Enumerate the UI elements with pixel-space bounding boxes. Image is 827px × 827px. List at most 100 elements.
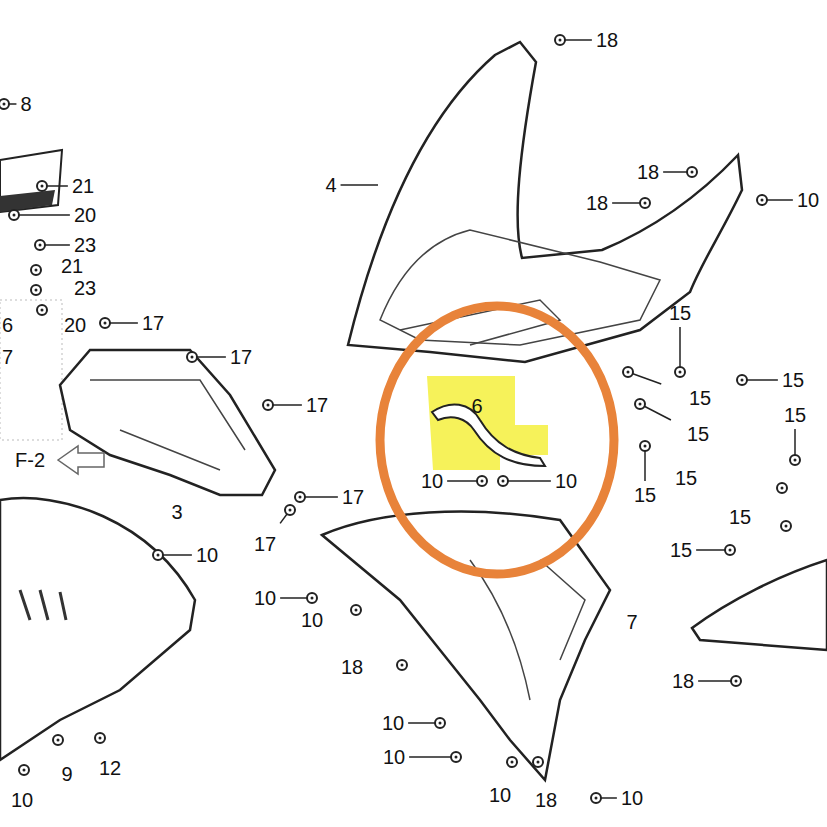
screw-symbol	[640, 441, 650, 451]
part-outline	[0, 150, 62, 212]
highlight	[427, 376, 548, 470]
screw-symbol	[679, 371, 682, 374]
screw-symbol	[675, 367, 685, 377]
screw-symbol	[263, 400, 273, 410]
screw-symbol	[644, 445, 647, 448]
callout-number: 18	[596, 30, 618, 50]
screw-symbol	[31, 285, 41, 295]
screw-symbol	[37, 305, 47, 315]
screw-symbol	[19, 765, 29, 775]
leader-line	[503, 480, 551, 482]
callout-number: 12	[99, 758, 121, 778]
part-outline	[692, 560, 827, 650]
callout-number: 17	[306, 395, 328, 415]
screw-symbol	[439, 722, 442, 725]
hatched-area	[0, 300, 62, 440]
leader-line	[14, 214, 70, 216]
part-outline	[432, 404, 545, 466]
screw-symbol	[57, 739, 60, 742]
screw-symbol	[511, 761, 514, 764]
leader-line	[341, 184, 378, 186]
screw-symbol	[591, 793, 601, 803]
screw-symbol	[355, 609, 358, 612]
callout-number: 21	[72, 176, 94, 196]
callout-number: 10	[254, 588, 276, 608]
callout-number: 20	[64, 315, 86, 335]
screw-symbol	[639, 403, 642, 406]
screw-symbol	[0, 99, 9, 109]
screw-symbol	[477, 476, 487, 486]
screw-symbol	[757, 195, 767, 205]
screw-symbol	[289, 509, 292, 512]
screw-symbol	[307, 593, 317, 603]
part-outline	[60, 350, 275, 495]
callout-number: 15	[634, 485, 656, 505]
callout-number: 10	[621, 788, 643, 808]
screw-symbol	[635, 399, 645, 409]
callout-number: 10	[196, 545, 218, 565]
callout-number: 4	[325, 175, 336, 195]
screw-symbol	[794, 459, 797, 462]
callout-number: 15	[689, 388, 711, 408]
screw-symbol	[691, 171, 694, 174]
callout-number: 6	[2, 315, 13, 335]
callout-number: 17	[254, 534, 276, 554]
callout-number: 15	[670, 540, 692, 560]
screw-symbol	[311, 597, 314, 600]
screw-symbol	[401, 664, 404, 667]
screw-symbol	[3, 103, 6, 106]
screw-symbol	[35, 289, 38, 292]
screw-symbol	[39, 244, 42, 247]
screw-symbol	[687, 167, 697, 177]
callout-number: 18	[637, 162, 659, 182]
screw-symbol	[397, 660, 407, 670]
screw-symbol	[790, 455, 800, 465]
screw-symbol	[595, 797, 598, 800]
part-detail	[380, 230, 660, 345]
callout-number: 15	[687, 424, 709, 444]
callout-number: 15	[784, 405, 806, 425]
callout-number: 18	[341, 657, 363, 677]
screw-symbol	[729, 549, 732, 552]
screw-symbol	[299, 496, 302, 499]
screw-symbol	[507, 757, 517, 767]
leader-line	[409, 756, 456, 758]
callout-number: 10	[301, 610, 323, 630]
callout-number: 10	[383, 747, 405, 767]
screw-symbol	[267, 404, 270, 407]
callout-number: 10	[555, 471, 577, 491]
screw-symbol	[9, 210, 19, 220]
callout-number: 15	[675, 468, 697, 488]
callout-number: 23	[74, 235, 96, 255]
callout-number: 18	[672, 671, 694, 691]
callout-number: 3	[171, 502, 182, 522]
screw-symbol	[498, 476, 508, 486]
callout-number: 10	[382, 713, 404, 733]
screw-symbol	[451, 752, 461, 762]
screw-symbol	[351, 605, 361, 615]
screw-symbol	[777, 483, 787, 493]
callout-number: 15	[782, 370, 804, 390]
callout-number: 18	[586, 193, 608, 213]
callout-number: 9	[61, 764, 72, 784]
screw-symbol	[735, 680, 738, 683]
screw-symbol	[41, 309, 44, 312]
screw-symbol	[53, 735, 63, 745]
part-detail	[20, 590, 66, 620]
screw-symbol	[555, 35, 565, 45]
callout-number: 17	[230, 347, 252, 367]
callout-number: 20	[74, 205, 96, 225]
screw-symbol	[559, 39, 562, 42]
callout-number: 6	[471, 396, 482, 416]
screw-symbol	[781, 487, 784, 490]
callout-number: 7	[2, 347, 13, 367]
screw-symbol	[533, 757, 543, 767]
callout-number: 7	[626, 612, 637, 632]
callout-number: 8	[20, 94, 31, 114]
screw-symbol	[13, 214, 16, 217]
highlight-circle	[380, 306, 614, 574]
callout-number: 10	[11, 790, 33, 810]
